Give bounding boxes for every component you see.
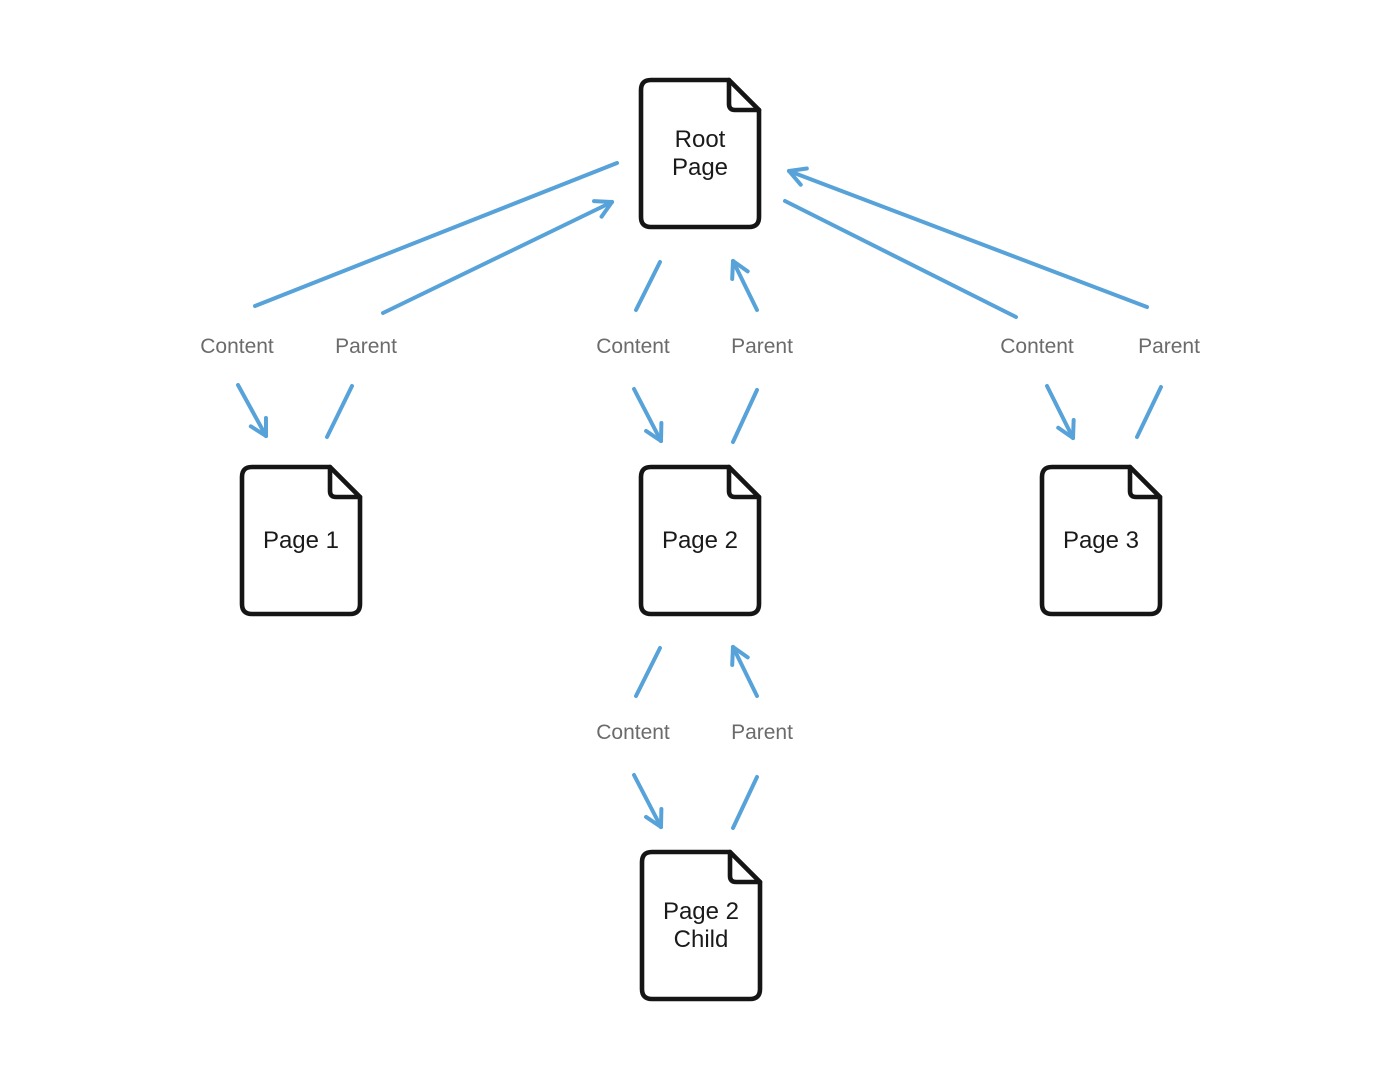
relation-arrow-page3-to-root-parent-arrow — [787, 166, 1149, 309]
relation-arrow-page1-to-root-parent-arrow — [381, 199, 614, 315]
relation-arrow-page2-to-root-parent-arrow — [730, 259, 759, 312]
document-icon-page-1 — [239, 464, 363, 617]
relation-arrow-page2-to-child-content-arrow — [632, 773, 664, 829]
relation-line-child-to-page2-parent-lower — [731, 775, 759, 830]
relation-line-page1-to-root-parent-lower — [325, 384, 354, 439]
relation-line-page2-to-child-content-upper — [634, 646, 662, 698]
relation-line-root-to-page3-content-upper — [783, 199, 1018, 319]
relation-line-root-to-page1-content-upper — [253, 161, 619, 308]
relation-arrow-root-to-page3-content-arrow — [1045, 384, 1076, 440]
relation-arrow-root-to-page1-content-arrow — [236, 383, 268, 438]
relation-line-page3-to-root-parent-lower — [1135, 385, 1163, 439]
relation-line-page2-to-root-parent-lower — [731, 388, 759, 444]
document-icon-page-2-child — [639, 849, 763, 1002]
relation-line-root-to-page2-content-upper — [634, 260, 662, 312]
document-icon-page-2 — [638, 464, 762, 617]
relation-arrow-root-to-page2-content-arrow — [632, 387, 664, 443]
document-icon-root-page — [638, 77, 762, 230]
relation-arrow-child-to-page2-parent-arrow — [730, 645, 759, 698]
document-icon-page-3 — [1039, 464, 1163, 617]
